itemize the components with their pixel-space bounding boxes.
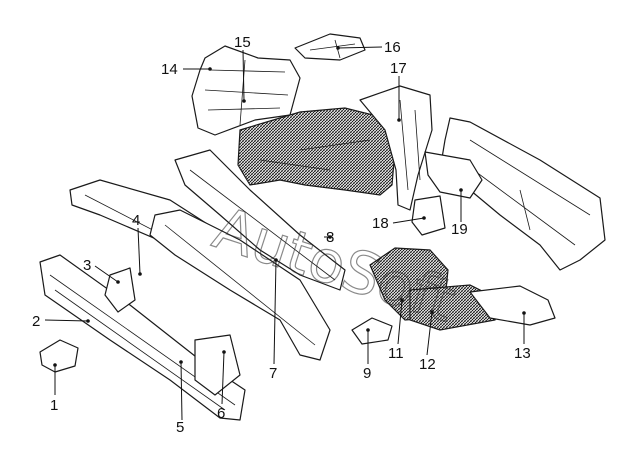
part-middle-rail <box>149 209 331 361</box>
part-front-bracket <box>39 339 79 373</box>
callout-6: 6 <box>217 405 225 422</box>
part-mount <box>351 317 393 345</box>
callout-16: 16 <box>384 39 401 56</box>
part-side-bracket <box>194 334 241 396</box>
callout-2: 2 <box>32 313 40 330</box>
callout-13: 13 <box>514 345 531 362</box>
leader-dots <box>53 46 526 367</box>
callout-9: 9 <box>363 365 371 382</box>
callout-1: 1 <box>50 397 58 414</box>
callout-3: 3 <box>83 257 91 274</box>
callout-18: 18 <box>372 215 389 232</box>
callout-15: 15 <box>234 34 251 51</box>
part-latch-bracket <box>104 267 136 313</box>
part-small-bracket <box>411 195 446 236</box>
part-apron <box>174 149 346 291</box>
part-pillar <box>359 85 433 211</box>
callout-19: 19 <box>451 221 468 238</box>
callout-8: 8 <box>326 229 334 246</box>
callout-labels: 1 2 3 4 5 6 7 8 9 11 12 13 14 15 16 17 1… <box>32 34 531 436</box>
callout-17: 17 <box>390 60 407 77</box>
part-rear-member <box>469 285 556 326</box>
part-upper-bracket <box>294 33 366 61</box>
leader-lines <box>44 46 525 421</box>
callout-12: 12 <box>419 356 436 373</box>
callout-14: 14 <box>161 61 178 78</box>
callout-7: 7 <box>269 365 277 382</box>
callout-11: 11 <box>388 345 404 362</box>
part-inner-panel <box>191 45 301 136</box>
callout-5: 5 <box>176 419 184 436</box>
part-dash-panel <box>424 117 606 271</box>
callout-4: 4 <box>132 212 140 229</box>
part-wheel-house <box>237 107 396 196</box>
